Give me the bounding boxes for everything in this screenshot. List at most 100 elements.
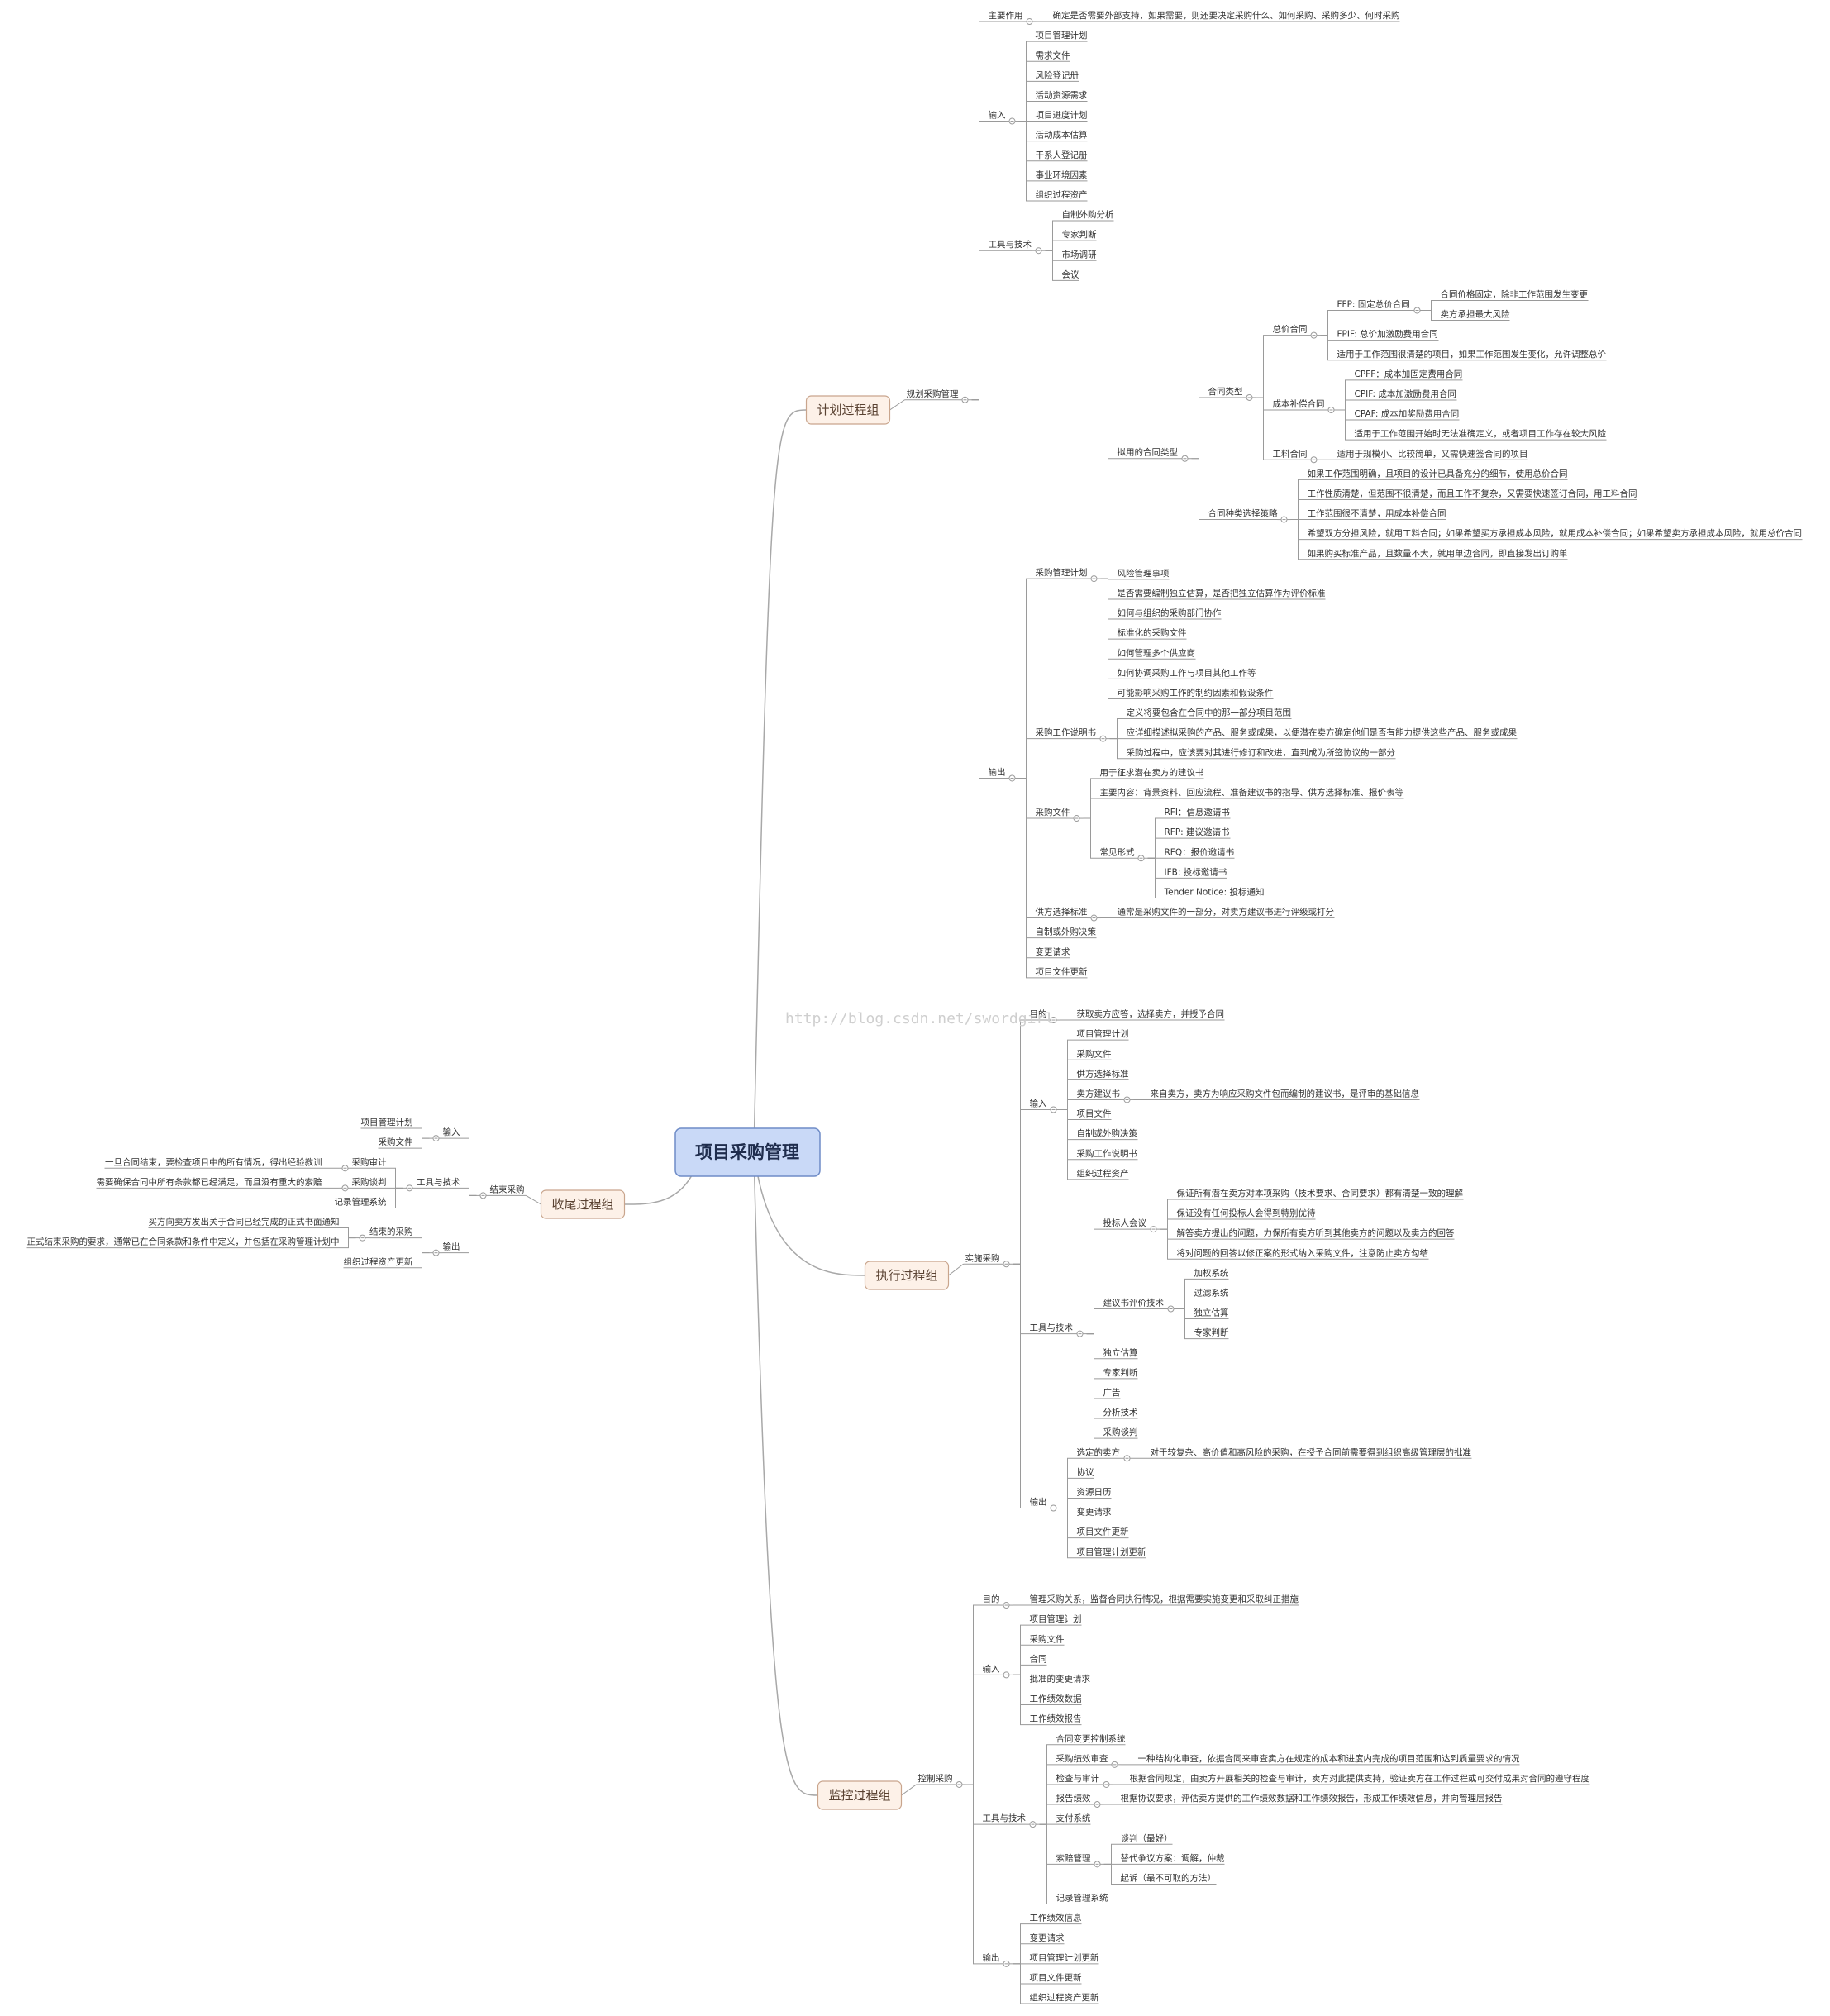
mind-map-node[interactable]: 主要内容：背景资料、回应流程、准备建议书的指导、供方选择标准、报价表等	[1098, 787, 1404, 799]
mind-map-node[interactable]: 干系人登记册	[1033, 150, 1088, 162]
process-group-node[interactable]: 监控过程组	[817, 1780, 903, 1810]
mind-map-node[interactable]: 适用于工作范围很清楚的项目，如果工作范围发生变化，允许调整总价	[1335, 349, 1607, 361]
process-group-node[interactable]: 计划过程组	[805, 395, 891, 425]
mind-map-node[interactable]: 采购文件	[1033, 807, 1080, 822]
mind-map-node[interactable]: 支付系统	[1054, 1813, 1091, 1825]
mind-map-node[interactable]: 目的	[980, 1594, 1010, 1609]
mind-map-node[interactable]: 检查与审计	[1054, 1773, 1110, 1788]
mind-map-node[interactable]: 输入	[432, 1127, 462, 1142]
mind-map-node[interactable]: 输出	[980, 1952, 1010, 1967]
mind-map-node[interactable]: 变更请求	[1027, 1933, 1065, 1945]
mind-map-node[interactable]: 结束的采购	[359, 1227, 415, 1242]
mind-map-node[interactable]: 如果工作范围明确，且项目的设计已具备充分的细节，使用总价合同	[1305, 468, 1568, 480]
mind-map-node[interactable]: CPIF: 成本加激励费用合同	[1352, 388, 1457, 401]
mind-map-node[interactable]: 报告绩效	[1054, 1793, 1101, 1809]
mind-map-node[interactable]: 分析技术	[1101, 1407, 1138, 1419]
mind-map-node[interactable]: 控制采购	[916, 1773, 963, 1788]
mind-map-node[interactable]: 如何管理多个供应商	[1115, 647, 1196, 660]
mind-map-node[interactable]: 采购审计	[341, 1156, 388, 1172]
mind-map-node[interactable]: 项目管理计划	[360, 1117, 415, 1129]
mind-map-node[interactable]: 独立估算	[1192, 1308, 1229, 1320]
mind-map-node[interactable]: 一种结构化审查，依据合同来审查卖方在规定的成本和进度内完成的项目范围和达到质量要…	[1136, 1753, 1520, 1766]
mind-map-node[interactable]: 输出	[432, 1242, 462, 1256]
mind-map-node[interactable]: 采购文件	[378, 1137, 415, 1149]
mind-map-node[interactable]: 合同种类选择策略	[1206, 508, 1288, 523]
mind-map-node[interactable]: 自制外购分析	[1060, 209, 1114, 222]
mind-map-node[interactable]: 希望双方分担风险，就用工料合同；如果希望买方承担成本风险，就用成本补偿合同；如果…	[1305, 528, 1803, 541]
mind-map-node[interactable]: 项目管理计划	[1033, 30, 1088, 42]
mind-map-node[interactable]: 批准的变更请求	[1027, 1673, 1091, 1685]
mind-map-node[interactable]: FPIF: 总价加激励费用合同	[1335, 329, 1439, 341]
mind-map-node[interactable]: 通常是采购文件的一部分，对卖方建议书进行评级或打分	[1115, 907, 1335, 919]
mind-map-node[interactable]: 建议书评价技术	[1101, 1298, 1175, 1313]
mind-map-node[interactable]: 组织过程资产更新	[343, 1256, 415, 1269]
mind-map-node[interactable]: 目的	[1027, 1008, 1057, 1024]
mind-map-node[interactable]: 选定的卖方	[1075, 1446, 1131, 1462]
mind-map-node[interactable]: 自制或外购决策	[1075, 1128, 1138, 1141]
mind-map-node[interactable]: 合同价格固定，除非工作范围发生变更	[1438, 288, 1589, 301]
mind-map-node[interactable]: 工具与技术	[406, 1176, 462, 1192]
mind-map-node[interactable]: 市场调研	[1060, 249, 1097, 261]
mind-map-node[interactable]: 应详细描述拟采购的产品、服务或成果，以便潜在卖方确定他们是否有能力提供这些产品、…	[1124, 727, 1518, 740]
mind-map-node[interactable]: 采购文件	[1027, 1633, 1065, 1646]
process-group-node[interactable]: 执行过程组	[864, 1261, 950, 1290]
mind-map-node[interactable]: 工具与技术	[980, 1813, 1037, 1828]
mind-map-node[interactable]: 采购谈判	[341, 1176, 388, 1192]
mind-map-node[interactable]: 索赔管理	[1054, 1852, 1101, 1868]
mind-map-node[interactable]: 风险管理事项	[1115, 568, 1170, 580]
mind-map-node[interactable]: 采购文件	[1075, 1048, 1112, 1060]
mind-map-node[interactable]: 组织过程资产更新	[1027, 1992, 1099, 2004]
mind-map-node[interactable]: 记录管理系统	[334, 1196, 388, 1208]
mind-map-node[interactable]: 结束采购	[479, 1184, 527, 1199]
mind-map-node[interactable]: 组织过程资产	[1033, 189, 1088, 202]
mind-map-node[interactable]: 正式结束采购的要求，通常已在合同条款和条件中定义，并包括在采购管理计划中	[26, 1237, 341, 1249]
mind-map-node[interactable]: 采购工作说明书	[1033, 727, 1107, 742]
mind-map-node[interactable]: 资源日历	[1075, 1486, 1112, 1499]
mind-map-node[interactable]: 需要确保合同中所有条款都已经满足，而且没有重大的索赔	[96, 1176, 324, 1189]
mind-map-node[interactable]: 买方向卖方发出关于合同已经完成的正式书面通知	[148, 1217, 341, 1229]
mind-map-node[interactable]: 风险登记册	[1033, 69, 1079, 82]
process-group-node[interactable]: 收尾过程组	[540, 1189, 626, 1219]
mind-map-node[interactable]: 工作绩效报告	[1027, 1713, 1082, 1726]
mind-map-node[interactable]: 过滤系统	[1192, 1287, 1229, 1299]
mind-map-node[interactable]: 采购谈判	[1101, 1427, 1138, 1439]
mind-map-node[interactable]: 记录管理系统	[1054, 1893, 1108, 1905]
mind-map-node[interactable]: 将对问题的回答以修正案的形式纳入采购文件，注意防止卖方勾结	[1175, 1247, 1429, 1260]
mind-map-node[interactable]: 确定是否需要外部支持，如果需要，则还要决定采购什么、如何采购、采购多少、何时采购	[1051, 10, 1400, 22]
mind-map-node[interactable]: 输出	[986, 766, 1016, 782]
root-node[interactable]: 项目采购管理	[674, 1127, 821, 1177]
mind-map-node[interactable]: 对于较复杂、高价值和高风险的采购，在授予合同前需要得到组织高级管理层的批准	[1148, 1446, 1472, 1459]
mind-map-node[interactable]: 项目管理计划	[1075, 1028, 1129, 1041]
mind-map-node[interactable]: 项目文件更新	[1075, 1527, 1129, 1539]
mind-map-node[interactable]: RFI：信息邀请书	[1162, 807, 1231, 819]
mind-map-node[interactable]: 输入	[986, 110, 1016, 125]
mind-map-node[interactable]: 供方选择标准	[1075, 1068, 1129, 1080]
mind-map-node[interactable]: 需求文件	[1033, 50, 1070, 62]
mind-map-node[interactable]: 项目文件	[1075, 1108, 1112, 1121]
mind-map-node[interactable]: 常见形式	[1098, 846, 1145, 862]
mind-map-node[interactable]: 谈判（最好）	[1118, 1833, 1173, 1845]
mind-map-node[interactable]: 组织过程资产	[1075, 1168, 1129, 1180]
mind-map-node[interactable]: 专家判断	[1060, 229, 1097, 241]
mind-map-node[interactable]: 项目管理计划更新	[1075, 1547, 1146, 1559]
mind-map-node[interactable]: 项目文件更新	[1027, 1972, 1082, 1985]
mind-map-node[interactable]: 卖方建议书	[1075, 1088, 1131, 1103]
mind-map-node[interactable]: 工作性质清楚，但范围不很清楚，而且工作不复杂，又需要快速签订合同，用工料合同	[1305, 488, 1637, 500]
mind-map-node[interactable]: 项目进度计划	[1033, 110, 1088, 122]
mind-map-node[interactable]: 项目文件更新	[1033, 966, 1088, 979]
mind-map-node[interactable]: FFP: 固定总价合同	[1335, 299, 1421, 314]
mind-map-node[interactable]: 总价合同	[1270, 324, 1318, 339]
mind-map-node[interactable]: 广告	[1101, 1387, 1121, 1399]
mind-map-node[interactable]: 是否需要编制独立估算，是否把独立估算作为评价标准	[1115, 588, 1326, 600]
mind-map-node[interactable]: IFB: 投标邀请书	[1162, 866, 1227, 879]
mind-map-node[interactable]: 用于征求潜在卖方的建议书	[1098, 767, 1204, 779]
mind-map-node[interactable]: 专家判断	[1192, 1327, 1229, 1340]
mind-map-node[interactable]: 如何与组织的采购部门协作	[1115, 608, 1222, 620]
mind-map-node[interactable]: RFQ：报价邀请书	[1162, 846, 1235, 859]
mind-map-node[interactable]: 实施采购	[963, 1252, 1010, 1268]
mind-map-node[interactable]: 替代争议方案：调解，仲裁	[1118, 1852, 1225, 1865]
mind-map-node[interactable]: 工作范围很不清楚，用成本补偿合同	[1305, 508, 1446, 521]
mind-map-node[interactable]: 一旦合同结束，要检查项目中的所有情况，得出经验教训	[104, 1156, 324, 1169]
mind-map-node[interactable]: 如何协调采购工作与项目其他工作等	[1115, 667, 1256, 679]
mind-map-node[interactable]: 保证所有潜在卖方对本项采购（技术要求、合同要求）都有清楚一致的理解	[1175, 1188, 1464, 1200]
